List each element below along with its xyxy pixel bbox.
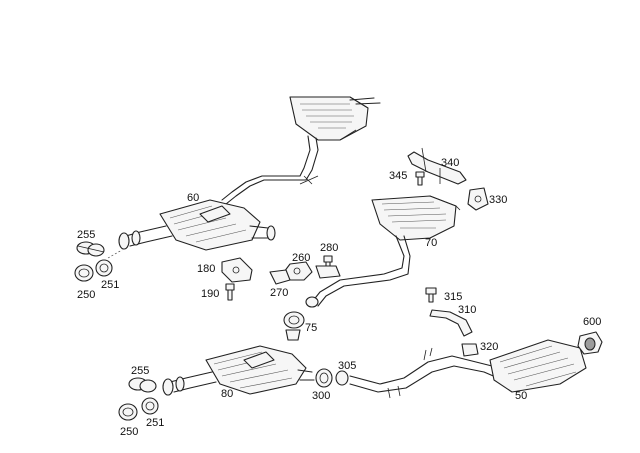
label-260: 260 <box>292 252 310 264</box>
label-320: 320 <box>480 341 498 353</box>
label-251-upper: 251 <box>101 279 119 291</box>
label-250-upper: 250 <box>77 289 95 301</box>
center-muffler-80 <box>162 345 315 396</box>
center-muffler-60 <box>118 199 276 251</box>
label-300: 300 <box>312 390 330 402</box>
label-340: 340 <box>441 157 459 169</box>
rubber-mount-320 <box>461 343 479 357</box>
label-330: 330 <box>489 194 507 206</box>
label-255-upper: 255 <box>77 229 95 241</box>
bracket-180 <box>221 257 253 283</box>
label-270: 270 <box>270 287 288 299</box>
part-labels: 60 70 50 80 75 180 190 255 250 251 255 2… <box>77 157 601 438</box>
bolt-190 <box>225 283 235 301</box>
rubber-mount-330 <box>467 187 489 211</box>
seal-ring-305 <box>335 370 349 386</box>
label-280: 280 <box>320 242 338 254</box>
label-600: 600 <box>583 316 601 328</box>
label-255-lower: 255 <box>131 365 149 377</box>
clamp-250-upper <box>74 264 94 282</box>
label-60: 60 <box>187 192 199 204</box>
label-251-lower: 251 <box>146 417 164 429</box>
label-190: 190 <box>201 288 219 300</box>
clamp-set-lower <box>118 377 159 421</box>
bracket-270 <box>269 269 291 285</box>
clamp-250-lower <box>118 403 138 421</box>
upper-rear-muffler-assembly <box>221 96 381 205</box>
bolt-280 <box>315 255 341 279</box>
label-80: 80 <box>221 388 233 400</box>
clamp-251-upper <box>95 259 113 277</box>
label-180: 180 <box>197 263 215 275</box>
rear-muffler-70 <box>305 195 461 308</box>
label-310: 310 <box>458 304 476 316</box>
label-70: 70 <box>425 237 437 249</box>
clamp-300 <box>315 368 333 388</box>
label-75: 75 <box>305 322 317 334</box>
hanger-strap-310 <box>429 309 473 337</box>
label-345: 345 <box>389 170 407 182</box>
clamp-75 <box>283 311 305 341</box>
clamp-255-upper <box>76 241 105 257</box>
bolt-315 <box>425 287 437 303</box>
bolt-345 <box>415 171 425 186</box>
clamp-set-upper <box>74 241 123 282</box>
label-250-lower: 250 <box>120 426 138 438</box>
hanger-bracket-340 <box>407 147 467 185</box>
label-50: 50 <box>515 390 527 402</box>
tailpipe-tip-600 <box>577 331 603 355</box>
clamp-255-lower <box>128 377 157 393</box>
clamp-251-lower <box>141 397 159 415</box>
label-305: 305 <box>338 360 356 372</box>
rear-muffler-50 <box>349 339 587 399</box>
label-315: 315 <box>444 291 462 303</box>
